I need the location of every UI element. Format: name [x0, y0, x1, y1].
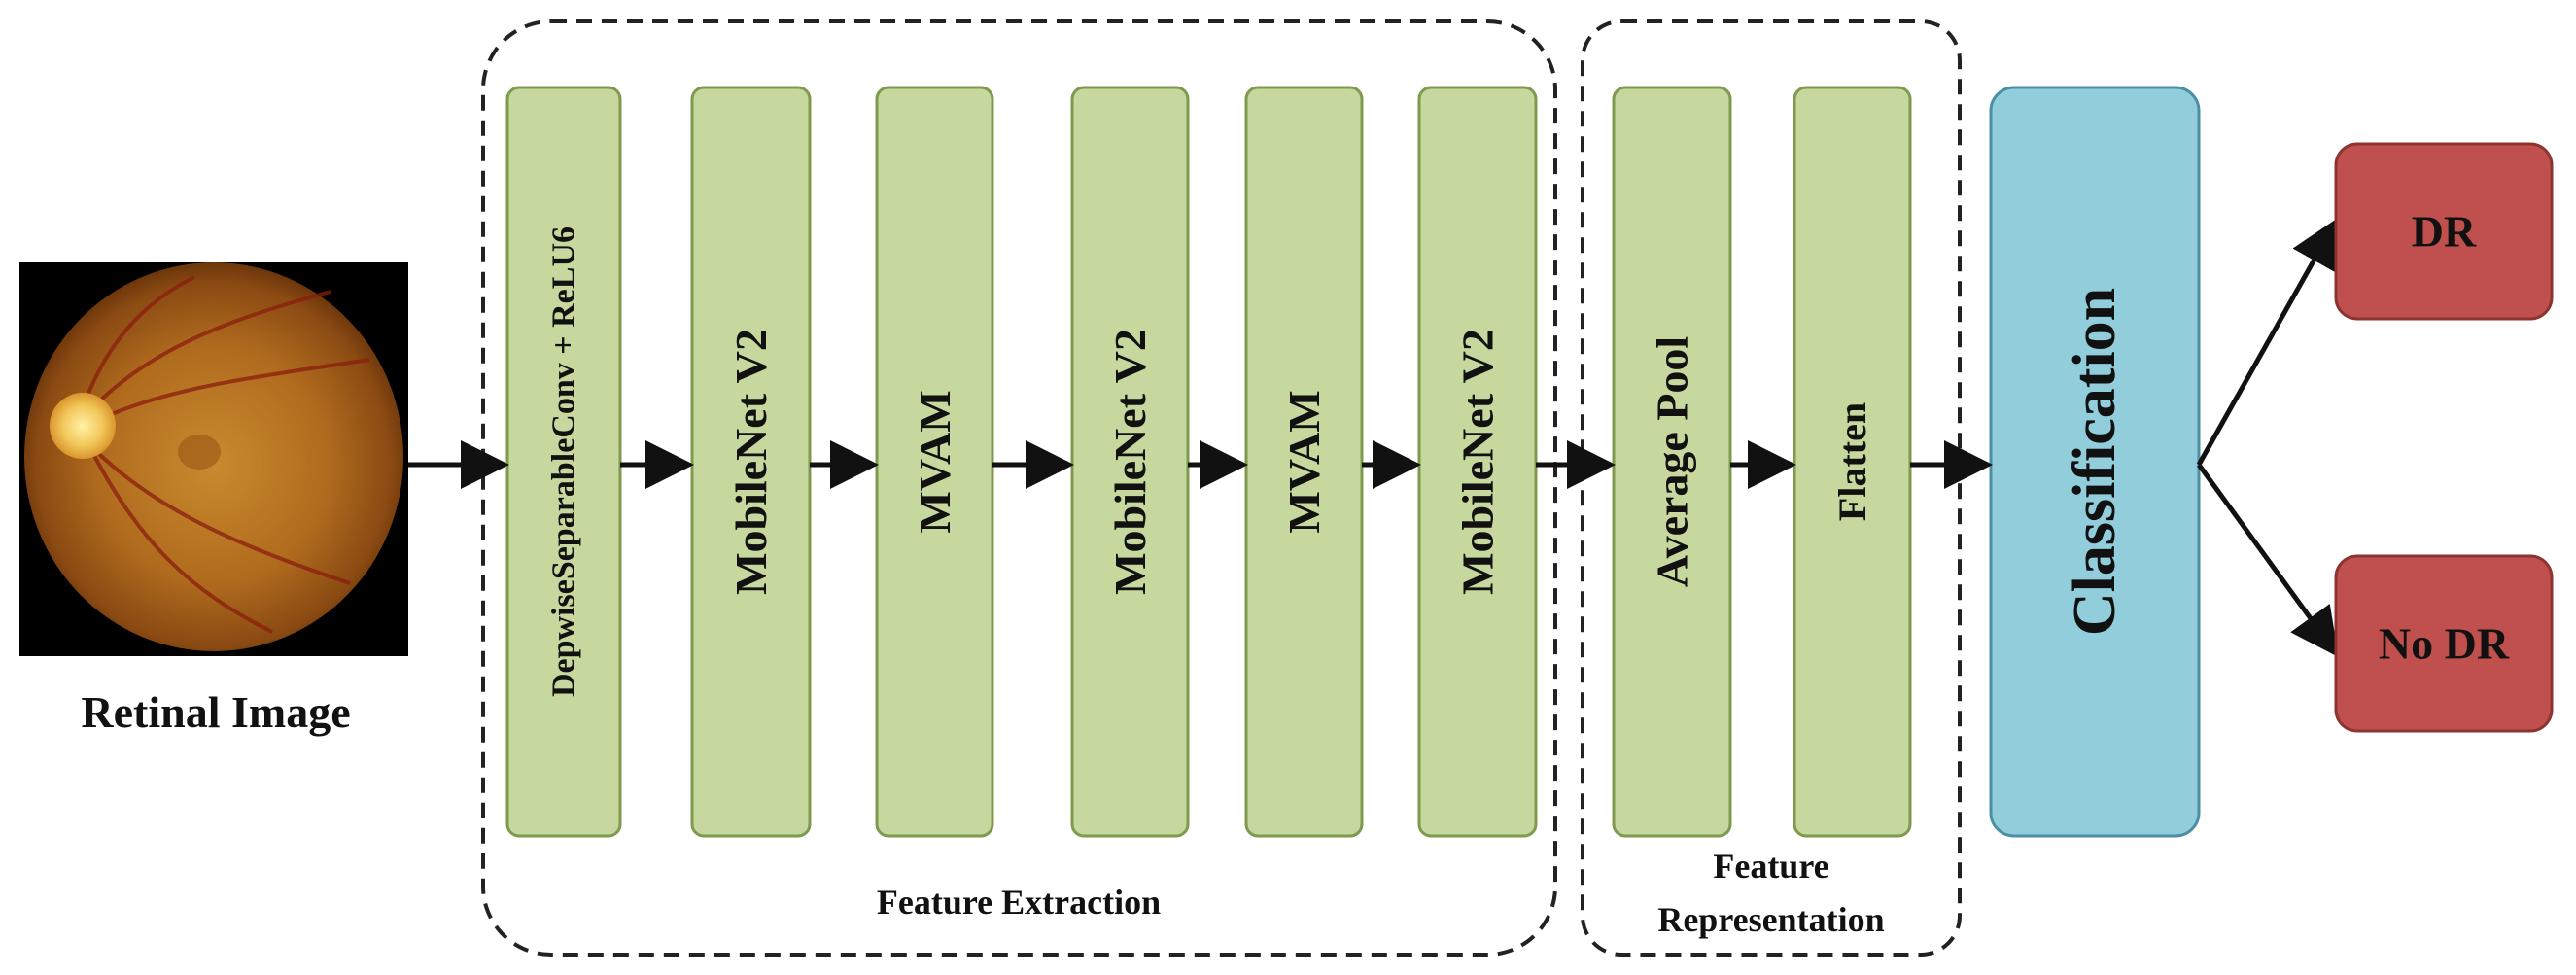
block-label-mobilenet-3: MobileNet V2 — [1453, 329, 1503, 595]
block-label-avgpool: Average Pool — [1648, 336, 1697, 587]
feature-representation-label-line1: Feature — [1713, 847, 1828, 886]
arrow-classification-to-no-dr — [2196, 463, 2339, 658]
feature-representation-label-line2: Representation — [1657, 900, 1884, 939]
block-label-flatten: Flatten — [1830, 402, 1874, 521]
block-label-mvam-2: MVAM — [1279, 390, 1329, 533]
blocks-layer: DepwiseSeparableConv + ReLU6 MobileNet V2… — [505, 86, 2201, 838]
output-label-no-dr: No DR — [2379, 619, 2510, 669]
outputs-layer: DR No DR — [2334, 142, 2554, 733]
block-label-mobilenet-2: MobileNet V2 — [1105, 329, 1155, 595]
feature-extraction-label: Feature Extraction — [877, 883, 1161, 922]
block-label-mobilenet-1: MobileNet V2 — [726, 329, 776, 595]
arrow-classification-to-dr — [2196, 218, 2338, 467]
input-label: Retinal Image — [81, 687, 350, 737]
output-box-no-dr — [2334, 554, 2554, 733]
block-label-dsconv: DepwiseSeparableConv + ReLU6 — [546, 226, 582, 697]
retinal-image — [19, 262, 408, 656]
feature-extraction-group — [481, 19, 1557, 957]
optic-disc — [50, 393, 116, 459]
output-label-dr: DR — [2412, 207, 2477, 257]
block-label-mvam-1: MVAM — [910, 390, 959, 533]
output-box-dr — [2334, 142, 2554, 321]
block-label-classification: Classification — [2062, 288, 2128, 636]
arrows-layer — [408, 218, 2339, 658]
